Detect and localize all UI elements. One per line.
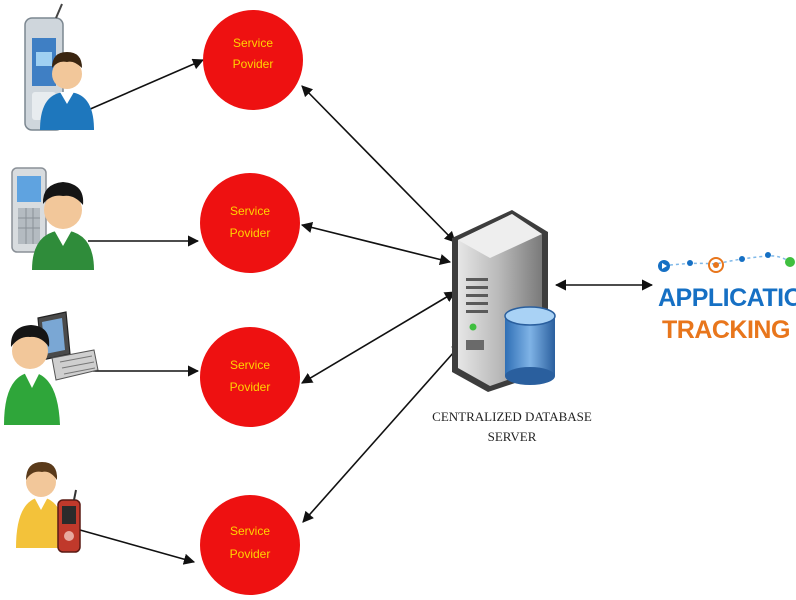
database-cylinder-icon bbox=[504, 306, 556, 385]
provider-label-line1: Service bbox=[230, 204, 270, 218]
provider-label-line2: Povider bbox=[233, 57, 274, 71]
service-provider-2: Service Povider bbox=[200, 173, 300, 273]
provider2-server-arrow bbox=[300, 222, 452, 265]
provider1-server-arrow bbox=[301, 85, 456, 243]
target-node-icon bbox=[708, 257, 724, 273]
provider4-server-arrow bbox=[302, 342, 463, 523]
provider-label-line2: Povider bbox=[230, 547, 271, 561]
mobile-user-icon bbox=[24, 3, 94, 131]
check-node-icon bbox=[785, 257, 795, 267]
track-node-icon bbox=[765, 252, 771, 258]
provider-label-line2: Povider bbox=[230, 380, 271, 394]
server-label-line1: CENTRALIZED DATABASE bbox=[432, 409, 592, 424]
laptop-user-icon bbox=[4, 311, 99, 425]
service-provider-3: Service Povider bbox=[200, 327, 300, 427]
service-provider-4: Service Povider bbox=[200, 495, 300, 595]
track-node-icon bbox=[739, 256, 745, 262]
service-provider-1: Service Povider bbox=[203, 10, 303, 110]
provider-label-line1: Service bbox=[233, 36, 273, 50]
handheld-user-icon bbox=[16, 462, 81, 553]
user1-to-provider1-arrow bbox=[87, 58, 205, 111]
application-tracking-logo: APPLICATION TRACKING bbox=[658, 252, 796, 344]
provider3-server-arrow bbox=[301, 291, 456, 384]
provider-label-line1: Service bbox=[230, 358, 270, 372]
track-node-icon bbox=[687, 260, 693, 266]
provider-label-line2: Povider bbox=[230, 226, 271, 240]
application-word: APPLICATION bbox=[658, 284, 796, 312]
tracking-word: TRACKING bbox=[662, 316, 790, 344]
server-label-line2: SERVER bbox=[488, 429, 537, 444]
phone-user-icon bbox=[11, 167, 94, 270]
user4-to-provider4-arrow bbox=[79, 529, 196, 565]
provider-label-line1: Service bbox=[230, 524, 270, 538]
